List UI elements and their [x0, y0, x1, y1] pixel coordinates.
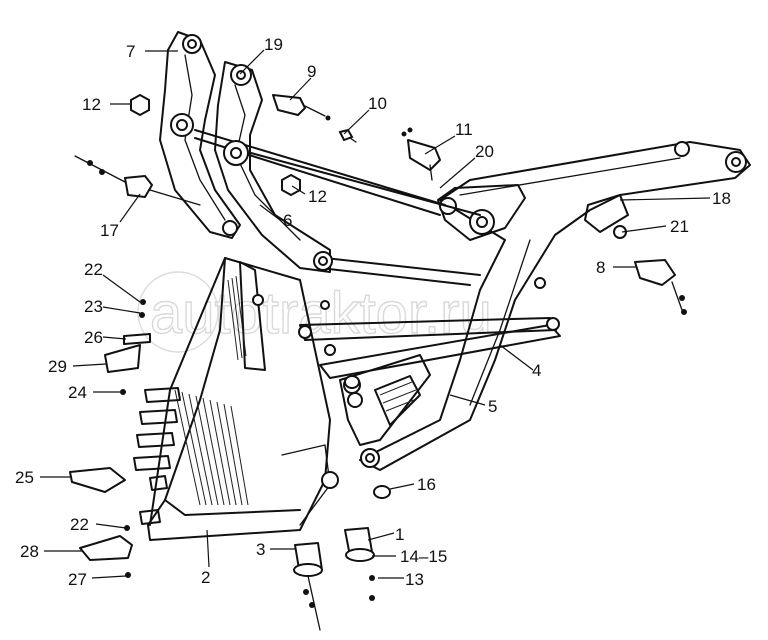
- callout-20: 20: [475, 142, 494, 161]
- callout-8: 8: [596, 258, 605, 277]
- callout-28: 28: [20, 542, 39, 561]
- hardware: [69, 93, 687, 631]
- boom-arm: [359, 141, 751, 471]
- callout-19: 19: [264, 35, 283, 54]
- cross-tube: [298, 317, 561, 379]
- callout-3: 3: [256, 540, 265, 559]
- callout-11: 11: [455, 120, 473, 139]
- callout-13: 13: [405, 570, 424, 589]
- callout-4: 4: [532, 361, 541, 380]
- callout-6: 6: [283, 211, 292, 230]
- callout-2: 2: [201, 568, 210, 587]
- callout-24: 24: [68, 383, 87, 402]
- callout-22-bottom: 22: [70, 515, 89, 534]
- callout-26: 26: [84, 328, 103, 347]
- callout-12-mid: 12: [308, 187, 327, 206]
- callout-16: 16: [417, 475, 436, 494]
- callout-12-top: 12: [82, 95, 101, 114]
- lever-6: [214, 61, 333, 273]
- lever-7: [159, 31, 241, 239]
- callout-5: 5: [488, 397, 497, 416]
- callout-21: 21: [670, 217, 689, 236]
- callout-22-top: 22: [84, 260, 103, 279]
- callout-labels: 7 19 9 10 11 20 12 12 17 6 18 21 8 4 5 1…: [15, 35, 731, 589]
- callout-23: 23: [84, 297, 103, 316]
- lower-link: [339, 354, 431, 446]
- callout-9: 9: [307, 62, 316, 81]
- callout-7: 7: [126, 42, 135, 61]
- callout-27: 27: [68, 570, 87, 589]
- callout-18: 18: [712, 189, 731, 208]
- callout-1: 1: [395, 525, 404, 544]
- callout-25: 25: [15, 468, 34, 487]
- callout-10: 10: [368, 94, 387, 113]
- bucket: [133, 257, 331, 541]
- callout-14-15: 14–15: [400, 547, 447, 566]
- callout-17: 17: [100, 221, 119, 240]
- upper-bracket: [437, 184, 526, 241]
- callout-29: 29: [48, 357, 67, 376]
- leader-lines: [40, 49, 711, 579]
